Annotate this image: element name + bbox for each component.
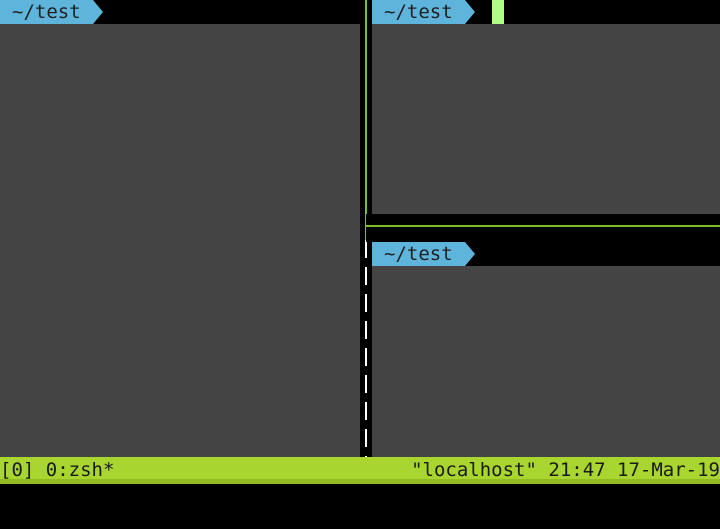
pane-content	[372, 24, 720, 214]
prompt-arrow-icon	[464, 0, 475, 24]
pane-bottom-right[interactable]: ~/test	[372, 242, 720, 457]
horizontal-pane-divider[interactable]	[366, 214, 720, 242]
prompt-segment: ~/test	[372, 242, 475, 266]
pane-content	[372, 266, 720, 457]
clock-time: 21:47	[548, 459, 606, 481]
status-left: [0] 0:zsh*	[0, 457, 114, 484]
prompt-arrow-icon	[464, 242, 475, 266]
prompt-path: ~/test	[0, 0, 93, 24]
pane-top-right[interactable]: ~/test	[372, 0, 720, 214]
prompt-line: ~/test	[0, 0, 360, 24]
active-border-line	[365, 0, 367, 240]
window-tab[interactable]: 0:zsh*	[45, 459, 115, 481]
inactive-border-line	[365, 240, 367, 457]
hostname: "localhost"	[411, 459, 537, 481]
prompt-line: ~/test	[372, 242, 720, 266]
status-right: "localhost" 21:47 17-Mar-19	[411, 457, 720, 484]
prompt-arrow-icon	[92, 0, 103, 24]
prompt-segment: ~/test	[0, 0, 103, 24]
prompt-segment: ~/test	[372, 0, 475, 24]
terminal-cursor	[492, 0, 504, 24]
status-bar-edge	[0, 479, 720, 484]
prompt-path: ~/test	[372, 242, 465, 266]
session-index[interactable]: [0]	[0, 459, 35, 481]
active-border-line	[366, 225, 720, 227]
prompt-line: ~/test	[372, 0, 720, 24]
pane-content	[0, 24, 360, 457]
pane-left[interactable]: ~/test	[0, 0, 360, 457]
clock-date: 17-Mar-19	[617, 459, 720, 481]
prompt-path: ~/test	[372, 0, 465, 24]
